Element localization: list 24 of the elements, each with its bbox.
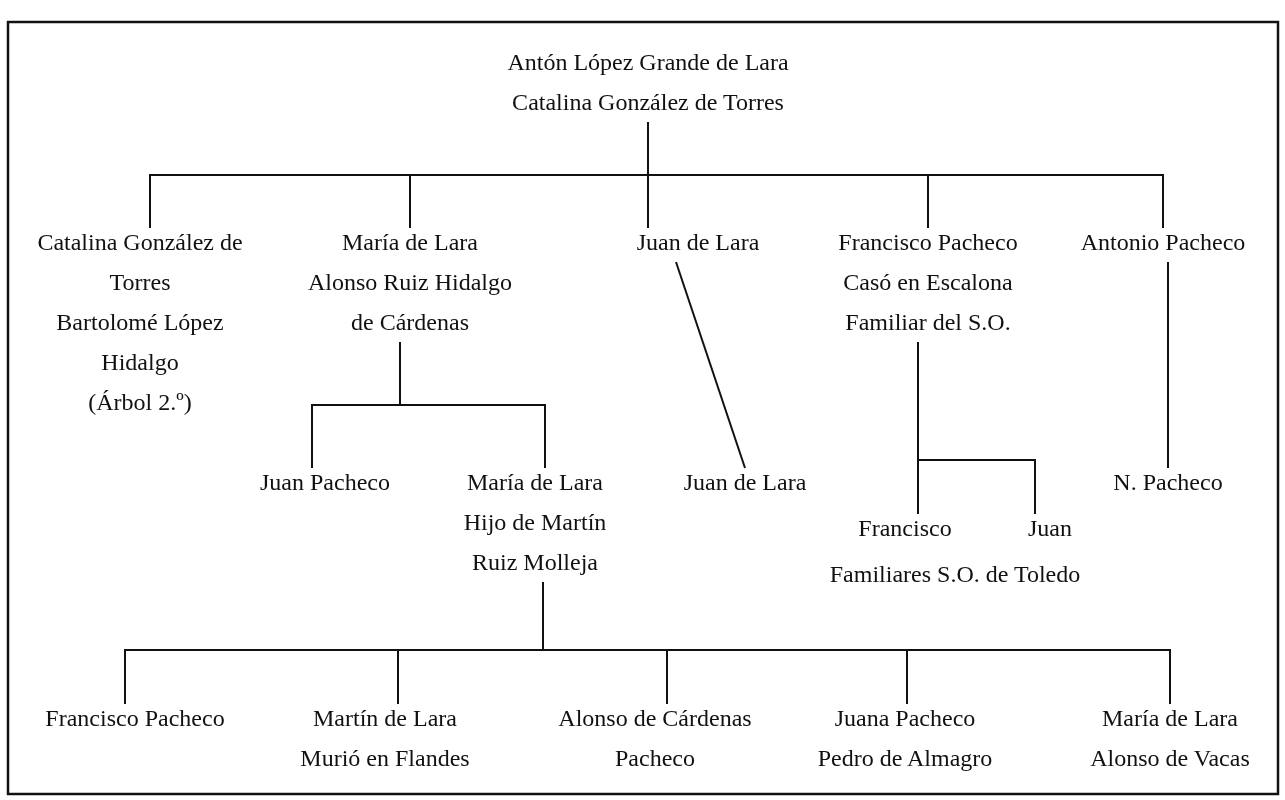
family-entry: Martín de Lara Murió en Flandes (300, 698, 470, 778)
tree-line (647, 121, 1164, 229)
family-entry: Juana Pacheco Pedro de Almagro (817, 698, 993, 778)
family-entry: Antón López Grande de Lara Catalina González de Torres (507, 42, 789, 122)
family-entry: Francisco Pacheco (45, 698, 225, 738)
family-entry: N. Pacheco (1113, 462, 1223, 502)
family-entry: Juan de Lara (683, 462, 807, 502)
tree-line (917, 341, 1036, 515)
family-entry: María de Lara Alonso Ruiz Hidalgo de Cárdenas (302, 222, 518, 342)
family-entry: Alonso de Cárdenas Pacheco (555, 698, 755, 778)
family-entry: María de Lara Alonso de Vacas (1090, 698, 1250, 778)
tree-line (399, 341, 546, 469)
family-entry: Juan de Lara (636, 222, 760, 262)
family-entry: Juan Pacheco (260, 462, 390, 502)
tree-line (542, 581, 1171, 705)
tree-line (675, 261, 746, 469)
family-entry: Catalina González de Torres Bartolomé López Hidalgo (Árbol 2.º) (25, 222, 255, 422)
family-entry: María de Lara Hijo de Martín Ruiz Molleja (450, 462, 620, 582)
note-text: Familiares S.O. de Toledo (829, 560, 1081, 589)
family-entry: Francisco Pacheco Casó en Escalona Familiar del S.O. (838, 222, 1018, 342)
family-entry: Juan (1028, 508, 1072, 548)
family-entry: Antonio Pacheco (1080, 222, 1246, 262)
family-entry: Francisco (858, 508, 952, 548)
tree-line (1167, 261, 1169, 469)
